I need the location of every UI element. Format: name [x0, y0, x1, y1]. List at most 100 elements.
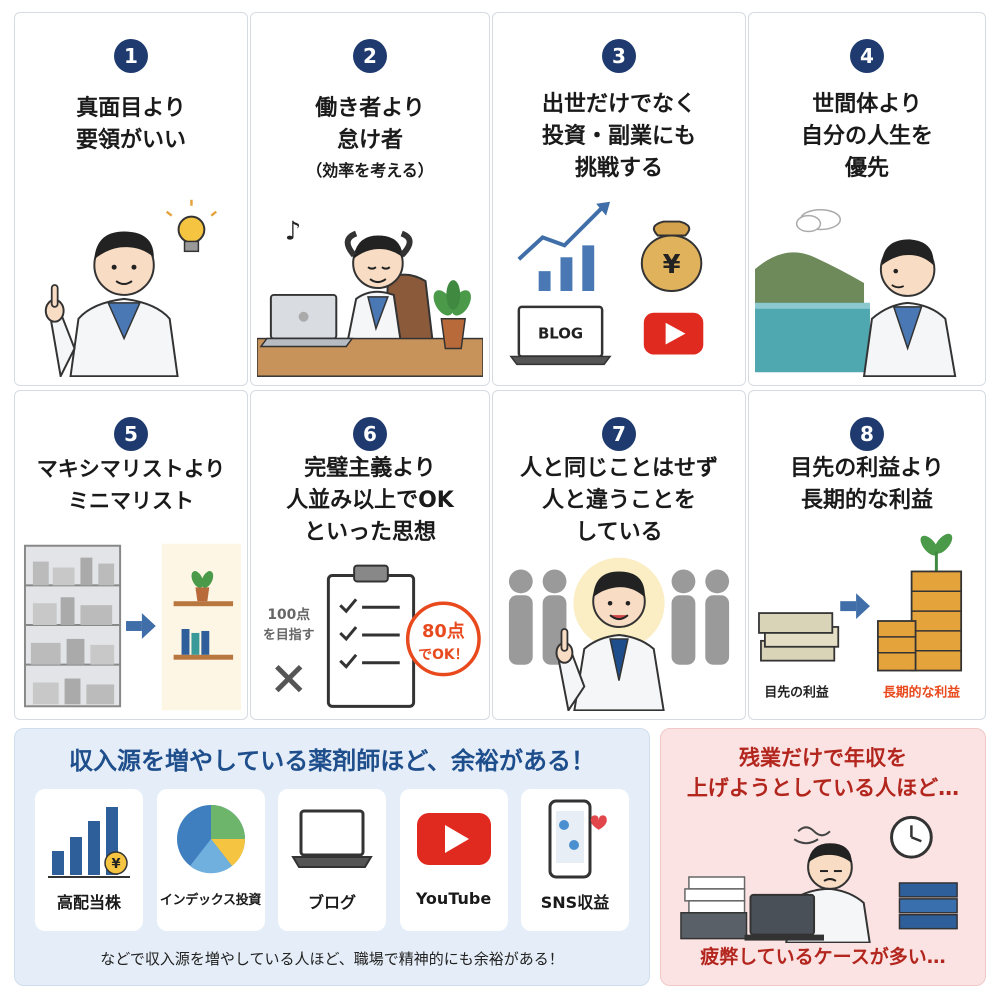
yen-mark-label: ¥ — [111, 857, 120, 872]
card-number-badge: 4 — [850, 39, 884, 73]
aim-label: を目指す — [263, 627, 315, 643]
investment-side-job-illustration: ¥ BLOG — [499, 201, 739, 377]
binder-stack-icon — [898, 882, 958, 930]
card-number-badge: 2 — [353, 39, 387, 73]
maximalist-to-minimalist-illustration — [21, 543, 241, 711]
card-title-line: 挑戦する — [574, 156, 663, 181]
overtime-panel-title: 残業だけで年収を 上げようとしている人ほど… — [661, 743, 985, 803]
card-title-line: 目先の利益より — [790, 456, 944, 481]
clipboard-icon — [326, 564, 416, 708]
laptop-icon — [291, 809, 373, 868]
card-number-badge: 7 — [602, 417, 636, 451]
ok-label: でOK！ — [418, 647, 468, 663]
card-3: 3 出世だけでなく 投資・副業にも 挑戦する ¥ BLOG — [492, 12, 746, 386]
card-number-badge: 3 — [602, 39, 636, 73]
card-title: 世間体より 自分の人生を 優先 — [755, 89, 979, 185]
card-title-line: ミニマリスト — [68, 489, 194, 513]
card-title-line: 人並み以上でOK — [286, 488, 454, 513]
blog-label: BLOG — [538, 325, 583, 343]
landscape-pharmacist-illustration — [755, 199, 979, 377]
card-6: 6 完璧主義より 人並み以上でOK といった思想 100点 を目指す — [250, 390, 490, 720]
short-term-label: 目先の利益 — [764, 684, 829, 700]
card-title: 目先の利益より 長期的な利益 — [755, 453, 979, 517]
card-number-badge: 6 — [353, 417, 387, 451]
arrow-right-icon — [840, 593, 870, 620]
card-title: 完璧主義より 人並み以上でOK といった思想 — [257, 453, 483, 549]
card-title-line: 働き者より — [315, 96, 425, 121]
music-note-icon: ♪ — [285, 216, 301, 246]
card-subtitle: （効率を考える） — [306, 161, 434, 180]
card-8: 8 目先の利益より 長期的な利益 — [748, 390, 986, 720]
card-title-line: している — [575, 520, 663, 545]
checklist-illustration: 100点 を目指す 80点 でOK！ — [257, 561, 483, 711]
card-4: 4 世間体より 自分の人生を 優先 — [748, 12, 986, 386]
clock-icon — [890, 815, 933, 859]
card-2: 2 働き者より 怠け者 （効率を考える） ♪ — [250, 12, 490, 386]
relaxing-pharmacist-illustration: ♪ — [257, 199, 483, 377]
yen-mark-label: ¥ — [663, 250, 681, 280]
card-title-line: 人と同じことはせず — [519, 456, 718, 481]
card-title-line: マキシマリストより — [36, 457, 226, 481]
card-title-line: 真面目より — [76, 96, 186, 121]
card-title: 出世だけでなく 投資・副業にも 挑戦する — [499, 89, 739, 185]
card-title-line: 人と違うことを — [541, 488, 696, 513]
card-title-line: 長期的な利益 — [800, 488, 933, 513]
card-title: マキシマリストより ミニマリスト — [21, 453, 241, 517]
tired-worker-illustration — [675, 813, 971, 943]
card-7: 7 人と同じことはせず 人と違うことを している — [492, 390, 746, 720]
eighty-points-label: 80点 — [422, 620, 465, 642]
overtime-title-line: 上げようとしている人ほど… — [686, 776, 960, 800]
income-source-list: ¥ 高配当株 インデックス投資 ブログ YouTu — [35, 789, 629, 931]
bar-chart-yen-icon: ¥ — [48, 807, 130, 878]
cross-icon — [275, 664, 303, 693]
smartphone-icon — [548, 799, 607, 879]
card-title-line: 世間体より — [812, 92, 922, 117]
arrow-right-icon — [126, 613, 156, 639]
laptop-icon — [259, 293, 354, 348]
potted-plant-icon — [433, 280, 471, 350]
crowd-silhouette-icon — [508, 569, 730, 665]
card-title-line: 怠け者 — [336, 128, 403, 153]
overtime-panel: 残業だけで年収を 上げようとしている人ほど… — [660, 728, 986, 986]
card-title-line: 要領がいい — [75, 128, 186, 153]
blog-laptop-icon: BLOG — [509, 305, 612, 366]
income-sources-panel: 収入源を増やしている薬剤師ほど、余裕がある！ ¥ 高配当株 インデックス投資 — [14, 728, 650, 986]
card-title-line: 投資・副業にも — [541, 124, 696, 149]
card-title-line: 出世だけでなく — [541, 92, 696, 117]
income-panel-headline: 収入源を増やしている薬剤師ほど、余裕がある！ — [68, 747, 596, 775]
short-vs-long-term-illustration: 目先の利益 長期的な利益 — [755, 531, 979, 711]
income-item-high-dividend: ¥ 高配当株 — [35, 789, 143, 931]
hundred-points-label: 100点 — [267, 606, 310, 623]
card-number-badge: 5 — [114, 417, 148, 451]
pie-chart-icon — [176, 805, 245, 874]
card-title-line: 完璧主義より — [304, 456, 436, 481]
pharmacist-pointing-illustration — [21, 199, 241, 377]
income-label: SNS収益 — [540, 893, 610, 912]
income-label: インデックス投資 — [159, 893, 262, 908]
card-5: 5 マキシマリストより ミニマリスト — [14, 390, 248, 720]
income-item-youtube: YouTube — [399, 789, 508, 931]
card-number-badge: 8 — [850, 417, 884, 451]
income-panel-footer: などで収入源を増やしている人ほど、職場で精神的にも余裕がある！ — [100, 950, 564, 968]
income-label: ブログ — [307, 893, 356, 912]
lightbulb-icon — [165, 199, 217, 253]
income-item-sns: SNS収益 — [521, 789, 629, 931]
card-title-line: 優先 — [844, 156, 889, 181]
overtime-panel-footer: 疲弊しているケースが多い… — [700, 946, 946, 968]
minimal-shelf-icon — [161, 543, 241, 711]
laptop-icon — [744, 893, 824, 941]
youtube-icon — [416, 813, 491, 865]
income-label: 高配当株 — [56, 893, 121, 912]
coin-stack-sprout-icon — [877, 533, 963, 672]
income-item-index-investing: インデックス投資 — [156, 789, 265, 931]
card-title-line: 自分の人生を — [800, 124, 933, 149]
growth-chart-icon — [517, 201, 611, 291]
card-1: 1 真面目より 要領がいい — [14, 12, 248, 386]
youtube-icon — [643, 312, 704, 355]
cloud-icon — [795, 208, 841, 233]
card-title: 働き者より 怠け者 （効率を考える） — [257, 93, 483, 185]
cash-stack-icon — [758, 612, 840, 662]
eighty-points-badge: 80点 でOK！ — [405, 601, 481, 677]
standing-out-pharmacist-illustration — [499, 551, 739, 711]
money-bag-icon: ¥ — [640, 220, 703, 292]
